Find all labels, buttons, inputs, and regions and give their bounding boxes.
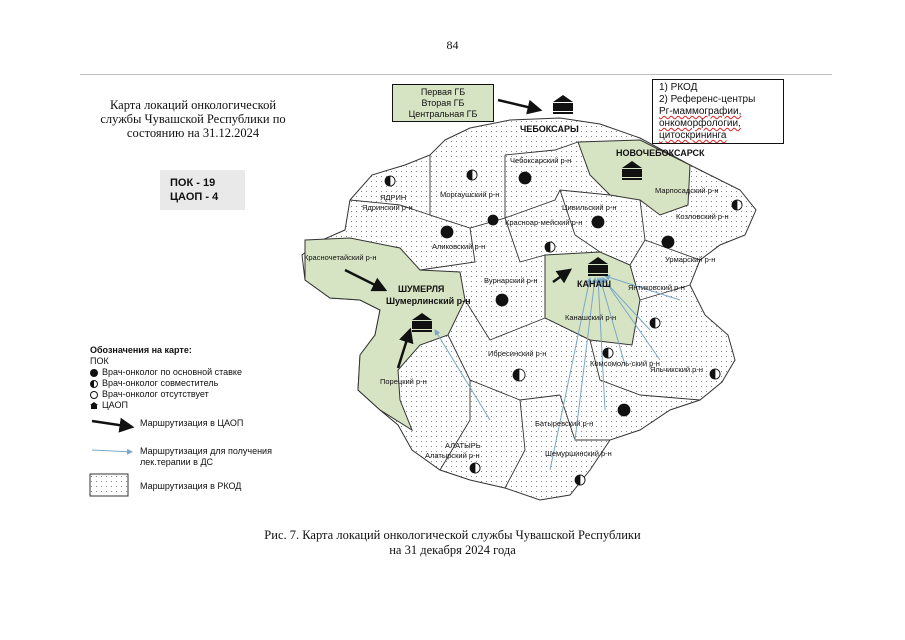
caop-routes [344, 98, 573, 369]
city-cheboksary: ЧЕБОКСАРЫ [520, 124, 579, 134]
district-yadrinsky: Ядринский р-н [362, 203, 413, 212]
figure-caption: Рис. 7. Карта локаций онкологической слу… [0, 528, 905, 558]
district-alikovsky: Аликовский р-н [432, 242, 485, 251]
rkod-line5: цитоскрининга [659, 130, 727, 141]
legend-row-empty: Врач-онколог отсутствует [90, 389, 320, 400]
rkod-line1: 1) РКОД [659, 82, 698, 93]
route-caop-label: Маршрутизация в ЦАОП [140, 418, 244, 428]
republic-outline [301, 117, 757, 501]
district-morgaushsky: Моргаушский р-н [440, 190, 499, 199]
hospital-central: Центральная ГБ [408, 109, 478, 119]
doctor-markers [384, 169, 743, 486]
hospital-second: Вторая ГБ [421, 98, 465, 108]
district-shemurshinsky: Шемуршинский р-н [545, 449, 612, 458]
district-marposadsky: Марпосадский р-н [655, 186, 719, 195]
stats-pok: ПОК - 19 [170, 177, 216, 189]
legend-absent: Врач-онколог отсутствует [102, 389, 209, 399]
legend-caop: ЦАОП [102, 400, 128, 410]
district-batyrevsky: Батыревский р-н [535, 419, 593, 428]
district-urmarsky: Урмарский р-н [665, 255, 715, 264]
district-krasnoarmeysky: Красноар-мейский р-н [505, 218, 582, 227]
legend-title: Обозначения на карте: [90, 345, 192, 355]
rkod-line4: онкоморфологии, [659, 118, 741, 129]
district-komsomolsky: Комсомоль-ский р-н [590, 359, 660, 368]
legend-row-full: Врач-онколог по основной ставке [90, 367, 320, 378]
route-ds-label: Маршрутизация для получения лек.терапии … [140, 446, 272, 467]
legend-row-caop: ЦАОП [90, 400, 320, 411]
caop-building-icon [553, 95, 573, 114]
rkod-line3: Рг-маммографии, [659, 106, 742, 117]
map-title: Карта локаций онкологической службы Чува… [100, 98, 286, 140]
stats-caop: ЦАОП - 4 [170, 191, 219, 203]
ds-routes [434, 274, 681, 471]
hospital-first: Первая ГБ [420, 87, 466, 97]
half-circle-icon [90, 379, 98, 388]
map-legend: Обозначения на карте: ПОК Врач-онколог п… [90, 345, 320, 411]
empty-circle-icon [90, 390, 98, 399]
district-cheboksarsky: Чебоксарский р-н [510, 156, 571, 165]
city-novocheboksarsk: НОВОЧЕБОКСАРСК [616, 148, 705, 158]
building-icon [90, 402, 98, 409]
district-ibresinsky: Ибресинский р-н [488, 349, 546, 358]
legend-pok: ПОК [90, 356, 109, 366]
district-kozlovsky: Козловский р-н [676, 212, 729, 221]
page-number: 84 [446, 38, 459, 52]
city-shumerlya: ШУМЕРЛЯ [398, 284, 444, 294]
district-vurnarsky: Вурнарский р-н [484, 276, 538, 285]
district-krasnochetaysky: Красночетайский р-н [304, 253, 376, 262]
caption-line2: на 31 декабря 2024 года [389, 543, 516, 557]
area-shumerlya [304, 237, 466, 432]
rkod-box: 1) РКОД 2) Референс-центры Рг-маммографи… [652, 79, 784, 144]
caption-line1: Рис. 7. Карта локаций онкологической слу… [264, 528, 641, 542]
rkod-line2: 2) Референс-центры [659, 94, 756, 105]
city-kanash: КАНАШ [577, 279, 611, 289]
hospitals-box: Первая ГБ Вторая ГБ Центральная ГБ [392, 84, 494, 122]
district-shumerlinsky: Шумерлинский р-н [386, 296, 471, 306]
district-kanashsky: Канашский р-н [565, 313, 616, 322]
route-rkod-label: Маршрутизация в РКОД [140, 481, 242, 491]
city-yadrin: ЯДРИН [380, 193, 406, 202]
header-rule [80, 74, 832, 75]
district-tsivilsky: Цивильский р-н [562, 203, 617, 212]
area-novocheboksarsk [577, 139, 691, 216]
district-poretsky: Порецкий р-н [380, 377, 427, 386]
legend-rkod-swatch [89, 473, 129, 497]
legend-full-time: Врач-онколог по основной ставке [102, 367, 242, 377]
legend-caop-arrow [91, 417, 135, 433]
legend-part-time: Врач-онколог совместитель [102, 378, 219, 388]
city-alatyr: АЛАТЫРЬ [445, 441, 481, 450]
legend-row-half: Врач-онколог совместитель [90, 378, 320, 389]
district-yalchiksky: Яльчикский р-н [650, 365, 703, 374]
district-borders [349, 141, 701, 489]
stats-box: ПОК - 19 ЦАОП - 4 [160, 170, 245, 210]
district-yantikovsky: Янтиковский р-н [628, 283, 685, 292]
legend-ds-arrow [91, 448, 133, 455]
filled-circle-icon [90, 368, 98, 377]
district-alatyrsky: Алатырский р-н [425, 451, 480, 460]
